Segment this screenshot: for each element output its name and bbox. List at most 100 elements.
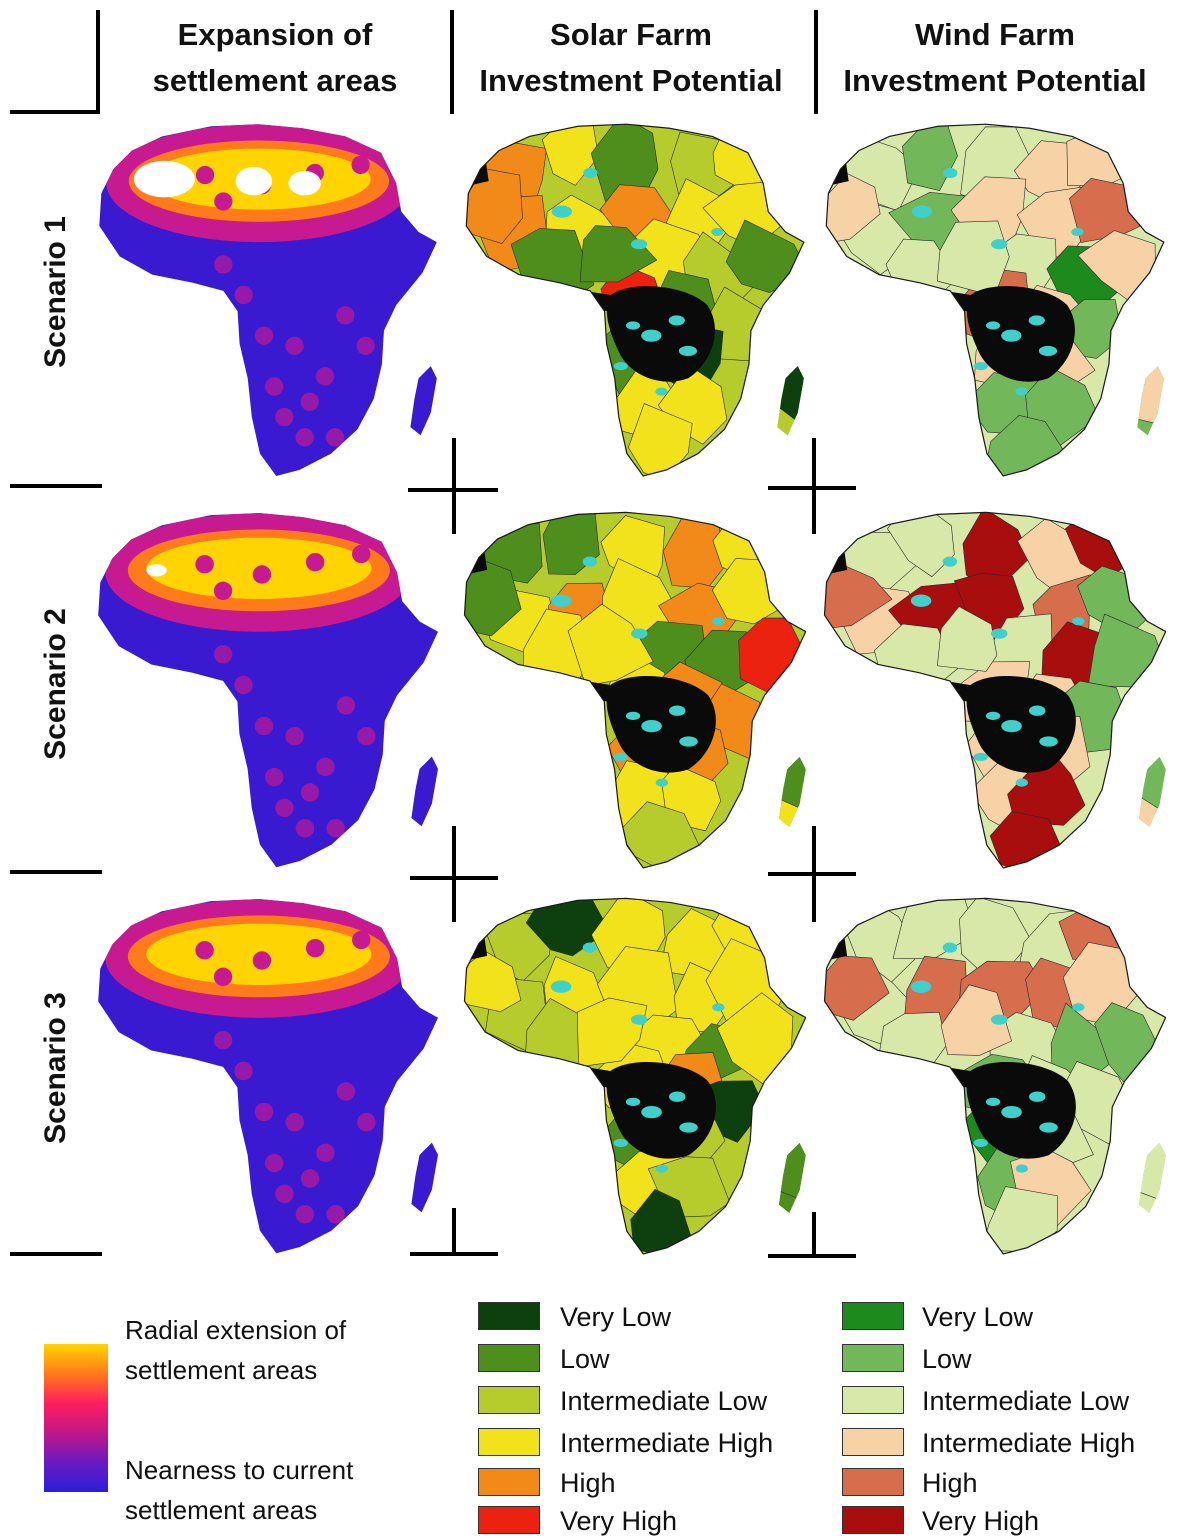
map-wind-scenario-3: [823, 897, 1166, 1255]
water-body: [973, 752, 988, 762]
continent-border: [465, 123, 805, 477]
bottom-line-vertical-b: [812, 1212, 816, 1258]
column-title-line: Solar Farm: [550, 17, 712, 52]
row-divider-left-2: [10, 870, 102, 874]
map-solar-scenario-2: [463, 511, 806, 869]
column-title-settlement: Expansion of settlement areas: [115, 12, 435, 104]
water-body: [973, 1138, 988, 1148]
bottom-line-vertical-a: [452, 1208, 456, 1254]
settlement-cluster: [254, 326, 274, 345]
water-body: [985, 321, 1001, 330]
cross-vertical-1b: [812, 438, 816, 534]
map-settlement-scenario-2: [98, 513, 438, 868]
water-body: [1029, 1091, 1046, 1102]
water-body: [1072, 1003, 1085, 1012]
water-body: [1015, 778, 1028, 787]
row-title-scenario-1: Scenario 1: [39, 216, 72, 368]
wind-label-very-low: Very Low: [922, 1302, 1034, 1332]
wind-label-low: Low: [922, 1344, 972, 1374]
settlement-hole: [252, 565, 272, 584]
settlement-heat-layer: [105, 899, 413, 1224]
settlement-cluster: [315, 367, 335, 386]
water-body: [1039, 736, 1058, 747]
water-body: [641, 719, 662, 733]
water-body: [991, 239, 1008, 250]
white-core: [288, 170, 321, 196]
white-core: [146, 564, 167, 577]
country-region: [940, 984, 1012, 1056]
solar-label-low: Low: [560, 1344, 610, 1374]
settlement-hole: [214, 192, 233, 211]
water-body: [550, 980, 572, 993]
column-divider-top-2: [814, 10, 818, 114]
water-body: [655, 1164, 668, 1173]
row-title-scenario-2: Scenario 2: [39, 608, 72, 760]
water-body: [678, 345, 698, 356]
column-title-solar: Solar Farm Investment Potential: [458, 12, 804, 104]
country-region: [628, 403, 693, 476]
water-body: [1001, 329, 1022, 342]
water-body: [669, 1091, 686, 1102]
settlement-cluster: [300, 392, 319, 411]
forest-mask: [721, 1199, 761, 1233]
solar-swatch-very-low: [478, 1302, 540, 1330]
water-body: [625, 321, 641, 330]
settlement-cluster: [300, 783, 320, 802]
settlement-cluster: [326, 428, 345, 447]
water-body: [910, 594, 932, 607]
cross-vertical-1a: [452, 438, 456, 534]
water-body: [1038, 345, 1058, 356]
solar-swatch-low: [478, 1344, 540, 1372]
forest-mask: [828, 927, 848, 960]
row-title-scenario-3: Scenario 3: [39, 992, 72, 1144]
wind-swatch-high: [842, 1468, 904, 1496]
forest-mask: [1080, 422, 1120, 455]
settlement-hole: [352, 930, 371, 950]
legend-text-line: settlement areas: [125, 1355, 318, 1385]
water-body: [679, 736, 698, 747]
settlement-cluster: [295, 1205, 315, 1224]
settlement-cluster: [275, 798, 294, 818]
settlement-cluster: [356, 336, 375, 355]
map-wind-scenario-1: [825, 123, 1165, 477]
settlement-cluster: [336, 1082, 356, 1101]
water-body: [1072, 617, 1085, 626]
water-body: [991, 1014, 1008, 1025]
water-body: [712, 1003, 725, 1012]
water-body: [625, 711, 641, 720]
settlement-cluster: [214, 255, 233, 274]
water-body: [641, 329, 662, 342]
map-settlement-scenario-3: [98, 899, 438, 1254]
potential-regions: [824, 898, 1166, 1252]
water-body: [655, 387, 668, 396]
country-region: [768, 1114, 806, 1201]
country-region: [1007, 748, 1086, 826]
settlement-cluster: [295, 428, 314, 447]
solar-swatch-intermediate-low: [478, 1386, 540, 1414]
legend-text-line: Radial extension of: [125, 1315, 347, 1345]
column-title-line: Investment Potential: [479, 63, 783, 98]
water-body: [613, 362, 628, 371]
column-title-line: settlement areas: [152, 63, 398, 98]
potential-regions: [824, 512, 1166, 868]
map-settlement-scenario-1: [99, 124, 437, 476]
legend-text-line: Nearness to current: [125, 1455, 354, 1485]
continent-border: [823, 511, 1166, 869]
water-body: [655, 778, 668, 787]
settlement-cluster: [265, 767, 284, 787]
country-region: [937, 606, 998, 672]
water-body: [942, 556, 958, 567]
settlement-cluster: [295, 819, 315, 838]
settlement-cluster: [213, 645, 233, 664]
settlement-cluster: [357, 1112, 376, 1132]
column-title-line: Investment Potential: [843, 63, 1147, 98]
settlement-cluster: [234, 285, 253, 305]
water-body: [712, 617, 725, 626]
wind-swatch-intermediate-high: [842, 1428, 904, 1456]
settlement-heat-layer: [105, 513, 413, 838]
water-body: [582, 556, 598, 567]
forest-mask: [1081, 1199, 1121, 1233]
solar-swatch-very-high: [478, 1506, 540, 1534]
madagascar-outline: [411, 1142, 438, 1213]
settlement-hole: [213, 581, 233, 601]
